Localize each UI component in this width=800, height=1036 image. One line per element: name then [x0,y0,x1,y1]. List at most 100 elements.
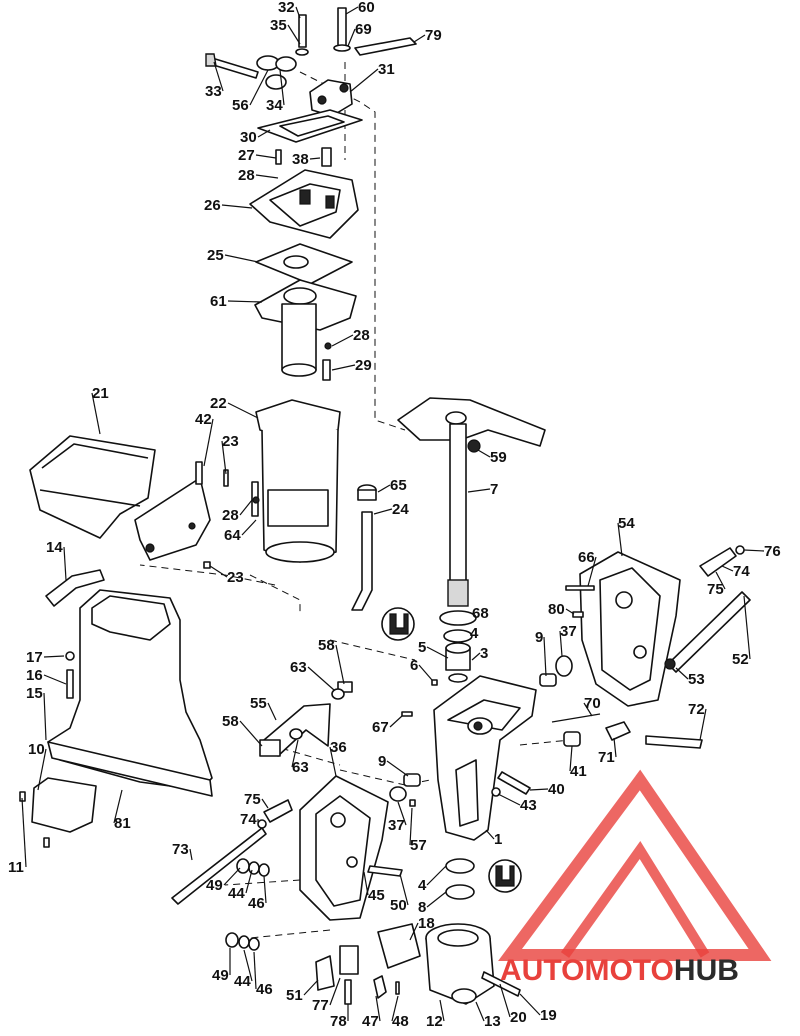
callout-label-74: 74 [733,563,750,580]
callout-leader-16 [43,674,67,685]
callout-label-21: 21 [92,385,109,402]
callout-label-71: 71 [598,749,615,766]
callout-label-73: 73 [172,841,189,858]
callout-label-80: 80 [548,601,565,618]
callout-leader-9 [543,636,547,677]
automotohub-logo: AUTOMOTOHUB [498,769,772,987]
callout-label-57: 57 [410,837,427,854]
callout-leader-6 [418,664,433,681]
linkage-bracket [259,681,353,757]
callout-label-32: 32 [278,0,295,16]
callout-label-31: 31 [378,61,395,78]
callout-leader-30 [257,129,271,138]
callout-leader-25 [224,254,259,263]
callout-leader-15 [43,692,47,741]
steering-shaft [381,397,546,683]
callout-label-25: 25 [207,247,224,264]
callout-label-66: 66 [578,549,595,566]
callout-leader-72 [699,708,707,741]
callout-label-26: 26 [204,197,221,214]
callout-leader-5 [426,646,449,659]
callout-label-16: 16 [26,667,43,684]
callout-label-37: 37 [388,817,405,834]
callout-leader-71 [613,737,617,758]
callout-leader-54 [617,522,623,557]
callout-leader-1 [485,829,495,840]
callout-leader-80 [565,608,575,615]
upper-mount-assembly [205,7,417,381]
callout-leader-70 [583,702,593,717]
exhaust-tube [251,399,341,563]
callout-label-11: 11 [8,859,24,876]
logo-text-automoto: AUTOMOTO [500,954,674,987]
callout-leader-34 [279,69,285,106]
callout-label-49: 49 [206,877,223,894]
callout-label-15: 15 [26,685,43,702]
callout-label-72: 72 [688,701,705,718]
logo-text-hub: HUB [674,954,739,987]
callout-leader-61 [227,300,263,303]
callout-label-4: 4 [470,625,479,642]
callout-leader-81 [113,789,123,824]
callout-leader-60 [345,6,359,15]
callout-leader-18 [409,922,419,941]
callout-label-81: 81 [114,815,131,832]
callout-leader-28 [331,334,354,347]
callout-label-41: 41 [570,763,587,780]
callout-label-51: 51 [286,987,303,1004]
callout-label-58: 58 [318,637,335,654]
driveshaft-housing [19,569,213,848]
callout-leader-22 [227,402,259,419]
callout-label-49: 49 [212,967,229,984]
callout-label-78: 78 [330,1013,347,1030]
callout-label-29: 29 [355,357,372,374]
callout-leader-37 [559,630,563,657]
callout-leader-76 [743,549,765,552]
callout-leader-28 [239,499,253,516]
callout-leader-56 [249,69,269,106]
callout-label-28: 28 [353,327,370,344]
callout-label-44: 44 [228,885,245,902]
callout-leader-42 [203,418,214,467]
callout-leader-53 [675,667,689,680]
callout-label-10: 10 [28,741,45,758]
callout-label-24: 24 [392,501,409,518]
callout-leader-66 [587,556,597,587]
callout-leader-4 [469,632,473,637]
callout-leader-21 [91,392,101,435]
svg-text:AUTOMOTOHUB: AUTOMOTOHUB [500,954,739,987]
callout-label-17: 17 [26,649,43,666]
callout-leader-65 [377,484,391,493]
callout-leader-27 [255,154,277,159]
callout-leader-58 [239,720,263,747]
callout-label-33: 33 [205,83,222,100]
callout-label-54: 54 [618,515,635,532]
callout-label-68: 68 [472,605,489,622]
callout-leader-36 [329,746,337,777]
callout-label-56: 56 [232,97,249,114]
callout-label-1: 1 [494,831,502,848]
callout-label-38: 38 [292,151,309,168]
callout-leader-14 [63,546,67,581]
callout-label-8: 8 [418,899,426,916]
callout-leader-63 [307,666,335,691]
callout-leader-37 [397,801,407,826]
callout-label-35: 35 [270,17,287,34]
callout-label-63: 63 [290,659,307,676]
callout-label-58: 58 [222,713,239,730]
callout-label-40: 40 [548,781,565,798]
callout-leader-64 [241,519,257,536]
callout-label-19: 19 [540,1007,557,1024]
callout-leader-3 [471,652,481,661]
callout-label-37: 37 [560,623,577,640]
callout-leader-10 [37,748,47,791]
callout-leader-75 [261,798,269,809]
callout-leader-9 [386,760,409,777]
callout-label-34: 34 [266,97,283,114]
callout-label-63: 63 [292,759,309,776]
callout-leader-23 [209,565,228,578]
callout-leader-48 [391,995,399,1022]
callout-label-28: 28 [238,167,255,184]
callout-label-76: 76 [764,543,781,560]
